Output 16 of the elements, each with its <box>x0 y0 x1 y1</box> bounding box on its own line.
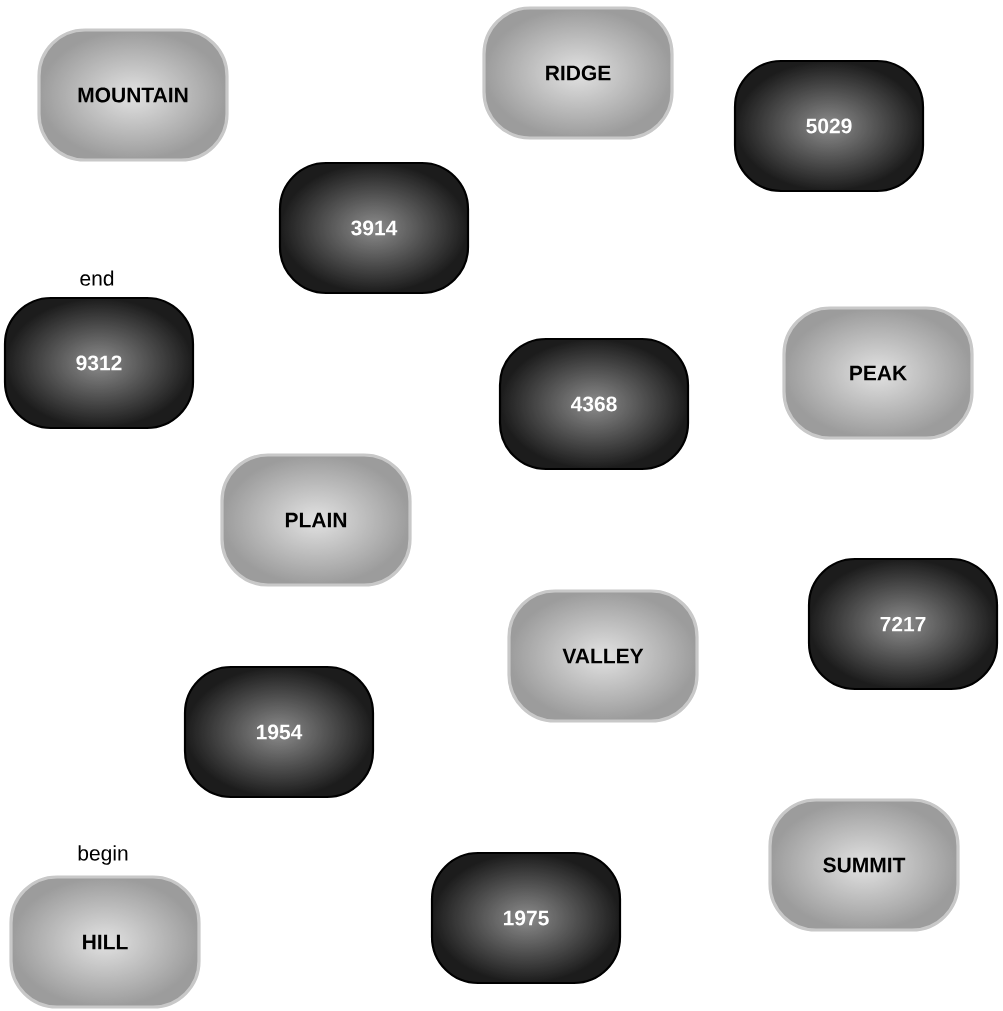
rounded-box: SUMMIT <box>768 798 960 932</box>
dark-rounded-box: 4368 <box>498 337 690 471</box>
rounded-box: MOUNTAIN <box>37 28 229 162</box>
rounded-box: RIDGE <box>482 6 674 140</box>
dark-rounded-box: 1954 <box>183 665 375 799</box>
rounded-box: VALLEY <box>507 589 699 723</box>
dark-rounded-box: 9312 <box>3 296 195 430</box>
dark-rounded-box: 3914 <box>278 161 470 295</box>
dark-rounded-box: 1975 <box>430 851 622 985</box>
dark-rounded-box: 5029 <box>733 59 925 193</box>
rounded-box: PEAK <box>782 306 974 440</box>
dark-rounded-box: 7217 <box>807 557 999 691</box>
beside-label: begin <box>78 845 128 865</box>
rounded-box: PLAIN <box>220 453 412 587</box>
beside-label: end <box>80 270 114 286</box>
rounded-box: HILL <box>9 875 201 1009</box>
